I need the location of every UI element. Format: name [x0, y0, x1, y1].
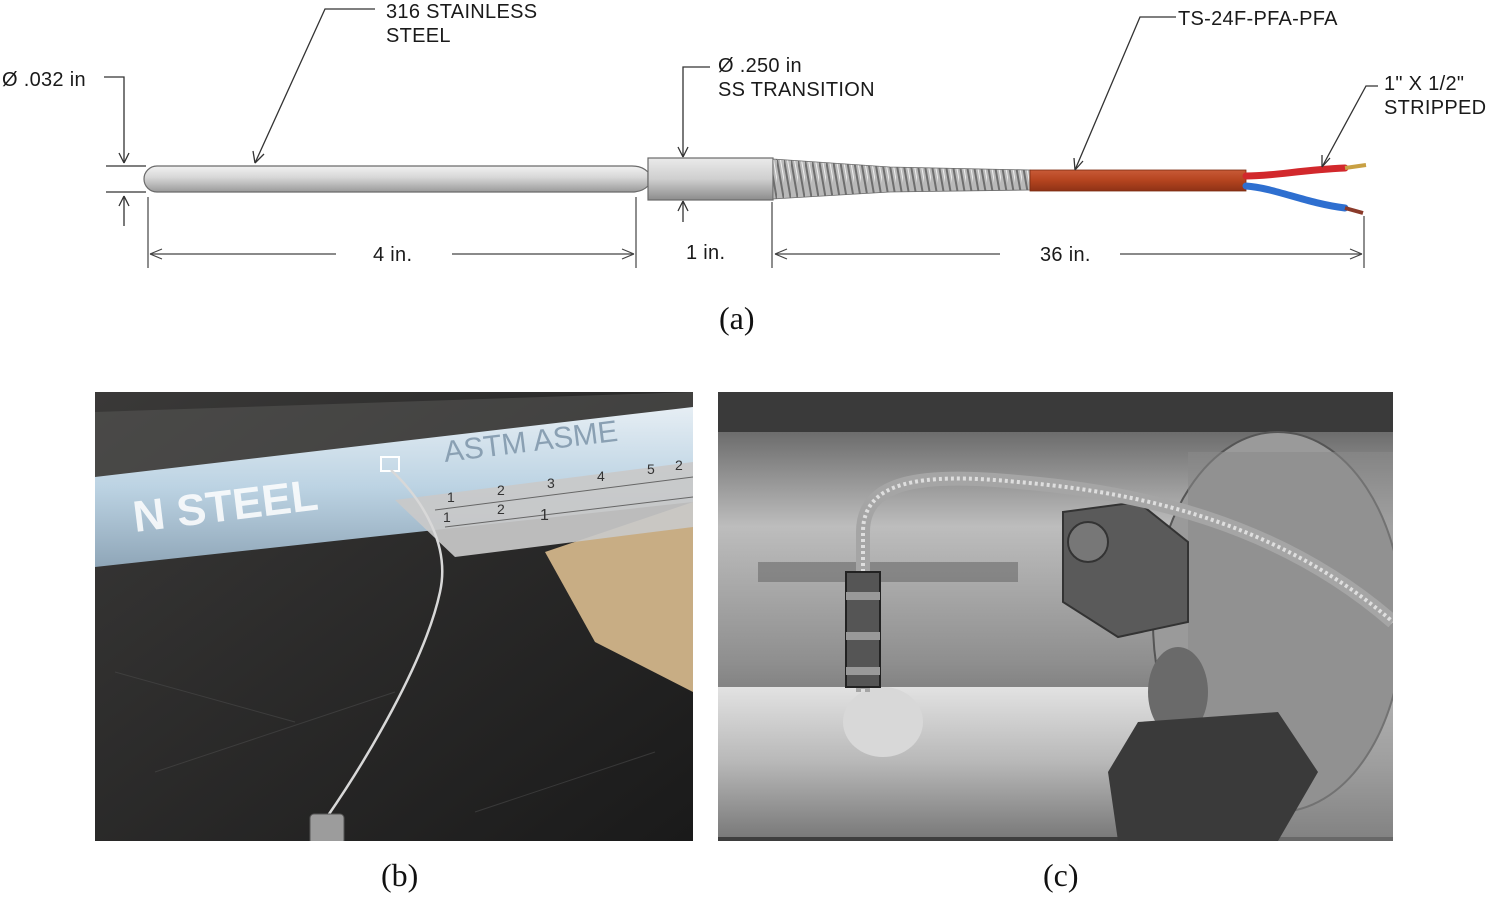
ruler-mark-5: 5 — [647, 461, 655, 477]
material-label-1: 316 STAINLESS — [386, 1, 538, 23]
photo-c-illustration — [718, 392, 1393, 841]
ruler-sub-3: 1 — [540, 507, 549, 524]
wire-type-label: TS-24F-PFA-PFA — [1178, 8, 1338, 30]
photo-probe-welded — [718, 392, 1393, 841]
thermocouple-drawing — [104, 8, 1378, 268]
ruler-mark-6: 2 — [675, 457, 683, 473]
transition-diameter-label: Ø .250 in — [718, 55, 802, 77]
ruler-mark-3: 3 — [547, 475, 555, 491]
braided-wire — [772, 158, 1031, 200]
stripped-label: STRIPPED — [1384, 97, 1487, 119]
leader-lines — [104, 8, 1378, 226]
ruler-sub-1: 1 — [443, 509, 451, 525]
stripped-wires — [1242, 163, 1367, 215]
photo-b-illustration: N STEEL ASTM ASME 1 2 3 4 5 2 1 2 1 — [95, 392, 693, 841]
transition-label: SS TRANSITION — [718, 79, 875, 101]
stripped-size-label: 1" X 1/2" — [1384, 73, 1465, 95]
caption-b: (b) — [381, 857, 419, 893]
ruler-mark-2: 2 — [497, 482, 505, 498]
dim-probe-length: 4 in. — [373, 244, 413, 266]
dimension-lines — [147, 197, 1365, 268]
ruler-mark-4: 4 — [597, 468, 605, 484]
caption-a: (a) — [719, 300, 755, 336]
pfa-sheath — [1029, 169, 1247, 192]
ruler-mark-1: 1 — [447, 489, 455, 505]
tip-diameter-label: Ø .032 in — [2, 69, 86, 91]
dim-wire-length: 36 in. — [1040, 244, 1091, 266]
material-label-2: STEEL — [386, 25, 451, 47]
caption-c: (c) — [1043, 857, 1079, 893]
photo-probe-on-pipe: N STEEL ASTM ASME 1 2 3 4 5 2 1 2 1 — [95, 392, 693, 841]
dim-transition-length: 1 in. — [686, 242, 726, 264]
ruler-sub-2: 2 — [497, 501, 505, 517]
probe-tube — [143, 165, 649, 193]
ss-transition — [647, 157, 774, 201]
